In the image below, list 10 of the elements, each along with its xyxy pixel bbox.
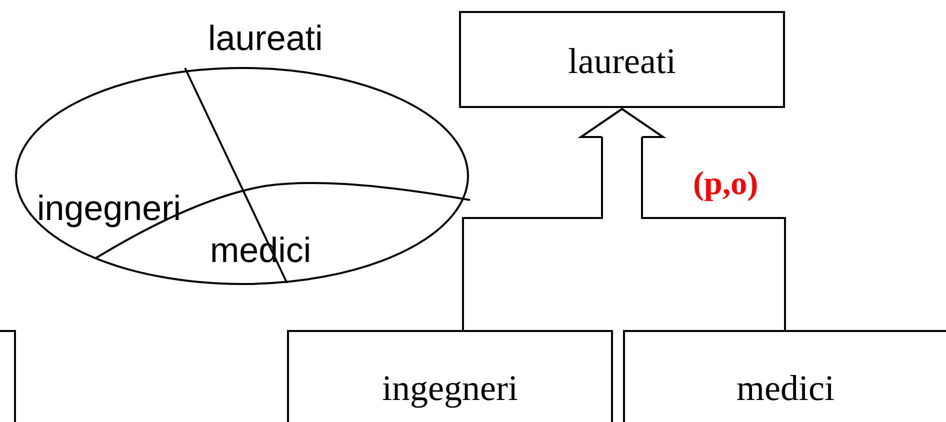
entity-box	[623, 330, 946, 422]
entity-name: ingegneri	[382, 370, 518, 406]
coverage-label: (p,o)	[693, 168, 758, 201]
entity-name: medici	[736, 370, 834, 406]
set-label: laureati	[208, 21, 323, 56]
set-label: ingegneri	[37, 191, 181, 226]
entity-box	[287, 330, 613, 422]
entity-box	[0, 330, 16, 422]
entity-box	[459, 11, 785, 108]
entity-name: laureati	[568, 43, 676, 79]
